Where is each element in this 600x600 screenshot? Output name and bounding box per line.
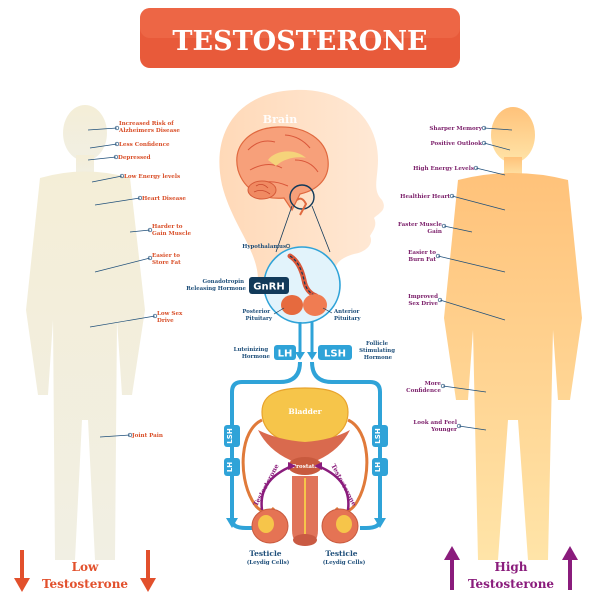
- gnrh-badge-text: GnRH: [253, 282, 284, 293]
- lh-badge-text: LH: [278, 349, 293, 360]
- high-testosterone-heading: High Testosterone: [444, 546, 578, 591]
- arrow-up-icon: [444, 546, 460, 560]
- arrow-down-icon: [14, 578, 30, 592]
- title-banner: TESTOSTERONE: [140, 8, 460, 68]
- prostate-label: Prostate: [292, 464, 318, 470]
- high-body-silhouette: [444, 107, 582, 560]
- lsh-description: Follicle Stimulating Hormone: [359, 341, 397, 361]
- right-lsh-label: LSH: [374, 428, 382, 444]
- arrow-down-icon: [140, 578, 156, 592]
- left-lsh-label: LSH: [226, 428, 234, 444]
- hormone-flow: LH LSH Luteinizing Hormone Follicle Stim…: [224, 322, 397, 530]
- low-effect-2: Less Confidence: [119, 142, 170, 148]
- low-effect-5: Heart Disease: [142, 196, 186, 202]
- lh-description: Luteinizing Hormone: [234, 347, 271, 360]
- high-effect-2: Positive Outlook: [430, 141, 482, 147]
- low-effect-9: Joint Pain: [131, 433, 163, 439]
- gnrh-section: Gonadotropin Releasing Hormone GnRH Post…: [186, 277, 361, 322]
- lsh-badge-text: LSH: [324, 349, 346, 360]
- reproductive-system: Bladder Prostate Testosterone Testostero…: [241, 387, 369, 566]
- high-effect-1: Sharper Memory: [429, 126, 482, 132]
- low-effect-3: Depressed: [118, 155, 151, 161]
- testosterone-left-label: Testosterone: [252, 463, 281, 508]
- testicle-right-label: Testicle (Leydig Cells): [323, 541, 366, 566]
- low-effect-4: Low Energy levels: [124, 174, 180, 180]
- low-heading-line-1: Low: [72, 560, 99, 574]
- anterior-pituitary-label: Anterior Pituitary: [333, 309, 361, 322]
- high-effect-3: High Energy Levels: [413, 166, 474, 172]
- arrow-up-icon: [562, 546, 578, 560]
- posterior-pituitary-label: Posterior Pituitary: [242, 309, 273, 322]
- brain-label: Brain: [263, 113, 297, 126]
- gnrh-badge: [249, 277, 289, 294]
- right-lh-label: LH: [374, 462, 382, 472]
- lh-badge: [274, 345, 296, 360]
- bladder-label: Bladder: [288, 407, 322, 416]
- gnrh-description: Gonadotropin Releasing Hormone: [186, 279, 246, 292]
- lsh-badge: [318, 345, 352, 360]
- low-body-silhouette: [26, 105, 145, 560]
- testosterone-right-label: Testosterone: [329, 463, 358, 508]
- testicle-left-label: Testicle (Leydig Cells): [247, 541, 290, 566]
- page-title: TESTOSTERONE: [172, 26, 427, 57]
- pituitary-magnified: Hypothalamus: [242, 205, 341, 324]
- low-heading-line-2: Testosterone: [42, 577, 128, 591]
- left-lh-label: LH: [226, 462, 234, 472]
- low-testosterone-heading: Low Testosterone: [14, 550, 156, 592]
- high-effects-list: Sharper Memory Positive Outlook High Ene…: [398, 125, 513, 433]
- brain-illustration: [236, 126, 329, 216]
- high-effect-4: Healthier Heart: [400, 194, 450, 200]
- hypothalamus-label: Hypothalamus: [242, 244, 286, 250]
- high-heading-line-1: High: [494, 560, 527, 574]
- high-heading-line-2: Testosterone: [468, 577, 554, 591]
